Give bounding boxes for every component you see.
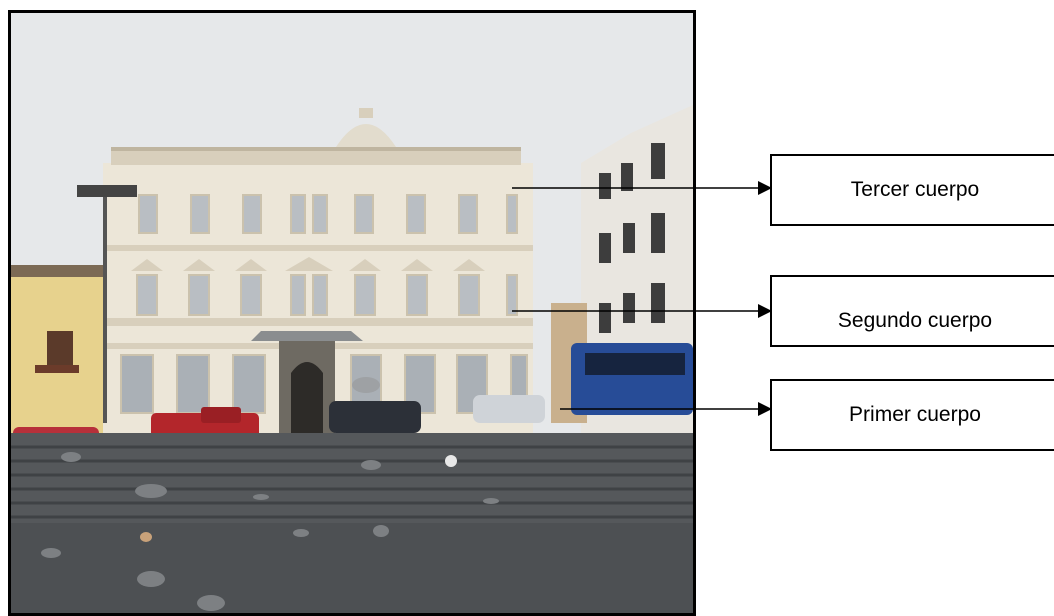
- facade-illustration: [11, 13, 693, 613]
- pigeons: [41, 377, 499, 611]
- label-third-body: Tercer cuerpo: [770, 154, 1054, 226]
- main-door: [291, 362, 323, 437]
- second-floor-windows: [136, 274, 518, 316]
- plaza: [11, 523, 693, 613]
- label-second-body-text: Segundo cuerpo: [837, 309, 993, 332]
- label-first-body: Primer cuerpo: [770, 379, 1054, 451]
- label-third-body-text: Tercer cuerpo: [850, 178, 980, 201]
- building-photo: [8, 10, 696, 616]
- dark-suv: [329, 401, 421, 433]
- label-second-body: Segundo cuerpo: [770, 275, 1054, 347]
- first-floor-windows: [120, 354, 528, 414]
- label-first-body-text: Primer cuerpo: [849, 403, 981, 426]
- third-floor-windows: [138, 194, 518, 234]
- silver-car: [473, 395, 545, 423]
